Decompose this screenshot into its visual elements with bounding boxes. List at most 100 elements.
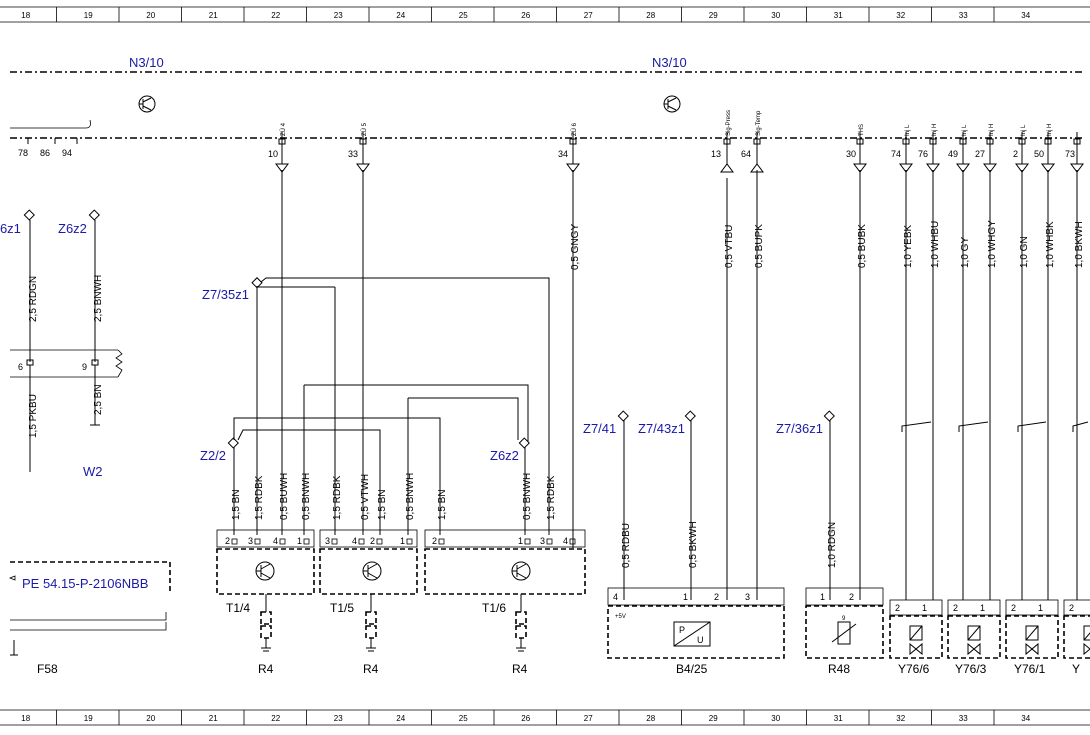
svg-text:1,0 GY: 1,0 GY [960, 237, 971, 268]
component-label-r4: R4 [258, 662, 274, 676]
pin-number: 2 [432, 536, 437, 546]
ruler-column-number: 25 [459, 714, 468, 723]
splice-icon [251, 277, 263, 289]
pin-number: 74 [891, 149, 901, 159]
wire-label: 2,5 RDGN [28, 276, 39, 322]
pin-number: 3 [248, 536, 253, 546]
pin-number: 2 [370, 536, 375, 546]
splice-icon [88, 209, 100, 221]
wire-label: 2,5 BNWH [93, 275, 104, 322]
connector-label-z22: Z2/2 [200, 448, 226, 463]
wire-label: 2,5 BN [93, 384, 104, 415]
wire-label: 0,5 GNGY [570, 224, 581, 270]
wire-label: 0,5 VTWH [360, 474, 371, 520]
splice-icon [227, 437, 239, 449]
pin-signal-label: Inj L [962, 124, 968, 136]
wire-label: 0,5 BUPK [754, 224, 765, 268]
signal-arrow-icon [720, 163, 734, 173]
pin-number: 4 [613, 592, 618, 602]
svg-text:1,0 WHBU: 1,0 WHBU [930, 221, 941, 268]
spark-plug-icon [365, 594, 377, 652]
ruler-column-number: 22 [271, 714, 280, 723]
svg-text:2: 2 [953, 603, 958, 613]
r48-section: Z7/36z1 1,0 RDGN 0,5 BUBK 1 2 9 R48 [776, 170, 884, 676]
pin-socket-icon [331, 538, 338, 545]
wire-label: 1,5 BN [377, 489, 388, 520]
pin-number: 2 [1013, 149, 1018, 159]
pin-socket-icon [986, 138, 994, 145]
ruler-column-number: 18 [21, 714, 30, 723]
signal-arrow-icon [853, 163, 867, 173]
thermistor-symbol: 9 [842, 616, 846, 622]
wire-label: 1,5 PKBU [28, 394, 39, 438]
ruler-column-number: 28 [646, 11, 655, 20]
ruler-column-number: 23 [334, 714, 343, 723]
pin-socket-icon [569, 538, 576, 545]
transistor-icon [362, 561, 382, 581]
ruler-column-number: 33 [959, 714, 968, 723]
signal-arrow-icon [899, 163, 913, 173]
supply-label: +5V [615, 614, 626, 620]
ruler-column-number: 30 [771, 714, 780, 723]
splice-icon [823, 410, 835, 422]
pin-number: 3 [540, 536, 545, 546]
ruler-column-number: 19 [84, 11, 93, 20]
ruler-column-number: 24 [396, 11, 405, 20]
pin-number: 6 [18, 362, 23, 372]
b425-section: Z7/41 Z7/43z1 0,5 RDBU 0,5 BKWH 0,5 VTBU… [583, 170, 785, 676]
injector-icon: 1,0 GY 1,0 WHGY 2 1 [947, 170, 1001, 659]
pin-number: 78 [18, 148, 28, 158]
component-label-r4: R4 [363, 662, 379, 676]
pin-socket-icon [723, 138, 731, 145]
wire-label: 0,5 RDBU [621, 523, 632, 568]
pin-signal-label: ZÜ 4 [280, 122, 287, 136]
svg-text:1,0 GN: 1,0 GN [1019, 236, 1030, 268]
wire-label: 1,5 RDBK [546, 475, 557, 520]
splice-icon [684, 410, 696, 422]
pin-number: 13 [711, 149, 721, 159]
sensor-symbol-p: P [679, 625, 685, 635]
pin-socket-icon [546, 538, 553, 545]
pin-socket-icon [902, 138, 910, 145]
ruler-column-number: 21 [209, 11, 218, 20]
pin-socket-icon [278, 138, 286, 145]
pin-number: 49 [948, 149, 958, 159]
connector-label-z6z1: Z6z1 [0, 221, 21, 236]
svg-text:2: 2 [1069, 603, 1074, 613]
ruler-column-number: 34 [1021, 714, 1030, 723]
pin-number: 73 [1065, 149, 1075, 159]
connector-label-z743z1: Z7/43z1 [638, 421, 685, 436]
pin-number: 9 [82, 362, 87, 372]
pin-socket-icon [231, 538, 238, 545]
ruler-column-number: 28 [646, 714, 655, 723]
ruler-column-number: 31 [834, 11, 843, 20]
svg-text:1: 1 [922, 603, 927, 613]
pin-socket-icon [569, 138, 577, 145]
pin-number: 4 [273, 536, 278, 546]
connector-label-z736z1: Z7/36z1 [776, 421, 823, 436]
ruler-column-number: 30 [771, 11, 780, 20]
pin-number: 34 [558, 149, 568, 159]
pin-signal-label: Inj H [989, 124, 995, 136]
pin-signal-label: Inj H [932, 124, 938, 136]
signal-arrow-icon [356, 163, 370, 173]
svg-text:1: 1 [980, 603, 985, 613]
spark-plug-icon [260, 594, 272, 652]
pin-socket-icon [359, 138, 367, 145]
connector-label-z735z1: Z7/35z1 [202, 287, 249, 302]
pin-socket-icon [1018, 138, 1026, 145]
pin-socket-icon [524, 538, 531, 545]
component-label-y763: Y76/3 [955, 662, 987, 676]
svg-text:2: 2 [1011, 603, 1016, 613]
pin-number: 2 [849, 592, 854, 602]
spark-plug-icon [515, 594, 527, 652]
pin-socket-icon [406, 538, 413, 545]
component-label-t15: T1/5 [330, 601, 354, 615]
pin-number: 1 [400, 536, 405, 546]
svg-text:1,0 WHGY: 1,0 WHGY [987, 220, 998, 268]
